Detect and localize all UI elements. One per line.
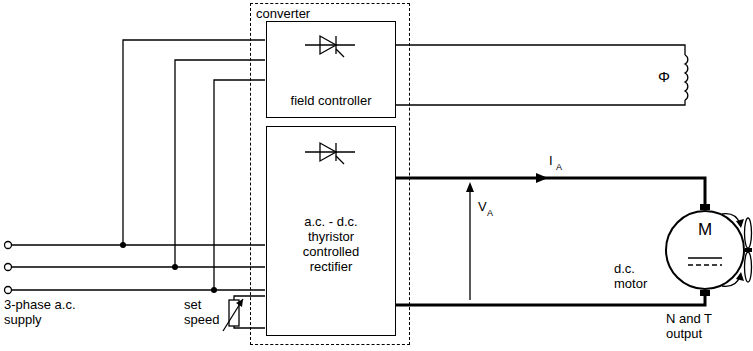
- field-wire: [395, 100, 685, 105]
- node-text: a.c. - d.c. thyristor controlled rectifi…: [288, 215, 374, 275]
- brush: [700, 290, 710, 296]
- supply-wire: [12, 244, 266, 245]
- junction-dot: [120, 242, 126, 248]
- voltage-arrow: [469, 188, 470, 300]
- node-text: converter: [256, 7, 404, 22]
- thyristor-symbol: [305, 36, 355, 57]
- flux-symbol: Φ: [658, 68, 678, 85]
- set-speed-label: set speed: [184, 298, 226, 328]
- propeller: [745, 218, 752, 248]
- arrowhead: [236, 299, 243, 307]
- arrowhead: [466, 182, 474, 192]
- junction-dot: [211, 287, 217, 293]
- pot-arrow: [223, 299, 243, 331]
- node-text: field controller: [291, 94, 372, 109]
- terminal: [5, 287, 12, 294]
- motor-label: d.c. motor: [614, 262, 660, 292]
- terminal: [5, 242, 12, 249]
- shaft: [745, 248, 752, 252]
- dc-symbol: [688, 264, 722, 266]
- field-wire: [395, 45, 685, 55]
- dc-symbol: [688, 257, 722, 259]
- node-text: M: [698, 220, 712, 240]
- junction-dot: [172, 264, 178, 270]
- field-supply-wire: [175, 60, 265, 267]
- supply-wire: [12, 266, 266, 267]
- arrowhead: [736, 219, 744, 228]
- propeller: [745, 252, 752, 282]
- motor-circle: M: [665, 210, 745, 290]
- converter-box: converter field controller a.c. - d.c. thy…: [250, 3, 410, 345]
- field-supply-wire: [214, 80, 265, 290]
- subscript: A: [556, 162, 566, 172]
- terminal: [5, 264, 12, 271]
- rectifier-box: a.c. - d.c. thyristor controlled rectifi…: [266, 126, 396, 336]
- field-controller-box: field controller: [266, 21, 396, 118]
- armature-wire: [396, 296, 705, 305]
- field-supply-wire: [123, 40, 265, 245]
- supply-wire: [12, 289, 266, 290]
- thyristor-symbol: [305, 143, 355, 164]
- subscript: A: [487, 208, 497, 218]
- supply-label: 3-phase a.c. supply: [4, 298, 96, 328]
- field-coil: [685, 55, 688, 100]
- arrowhead: [736, 272, 744, 281]
- armature-wire: [396, 178, 705, 204]
- output-label: N and T output: [666, 312, 750, 342]
